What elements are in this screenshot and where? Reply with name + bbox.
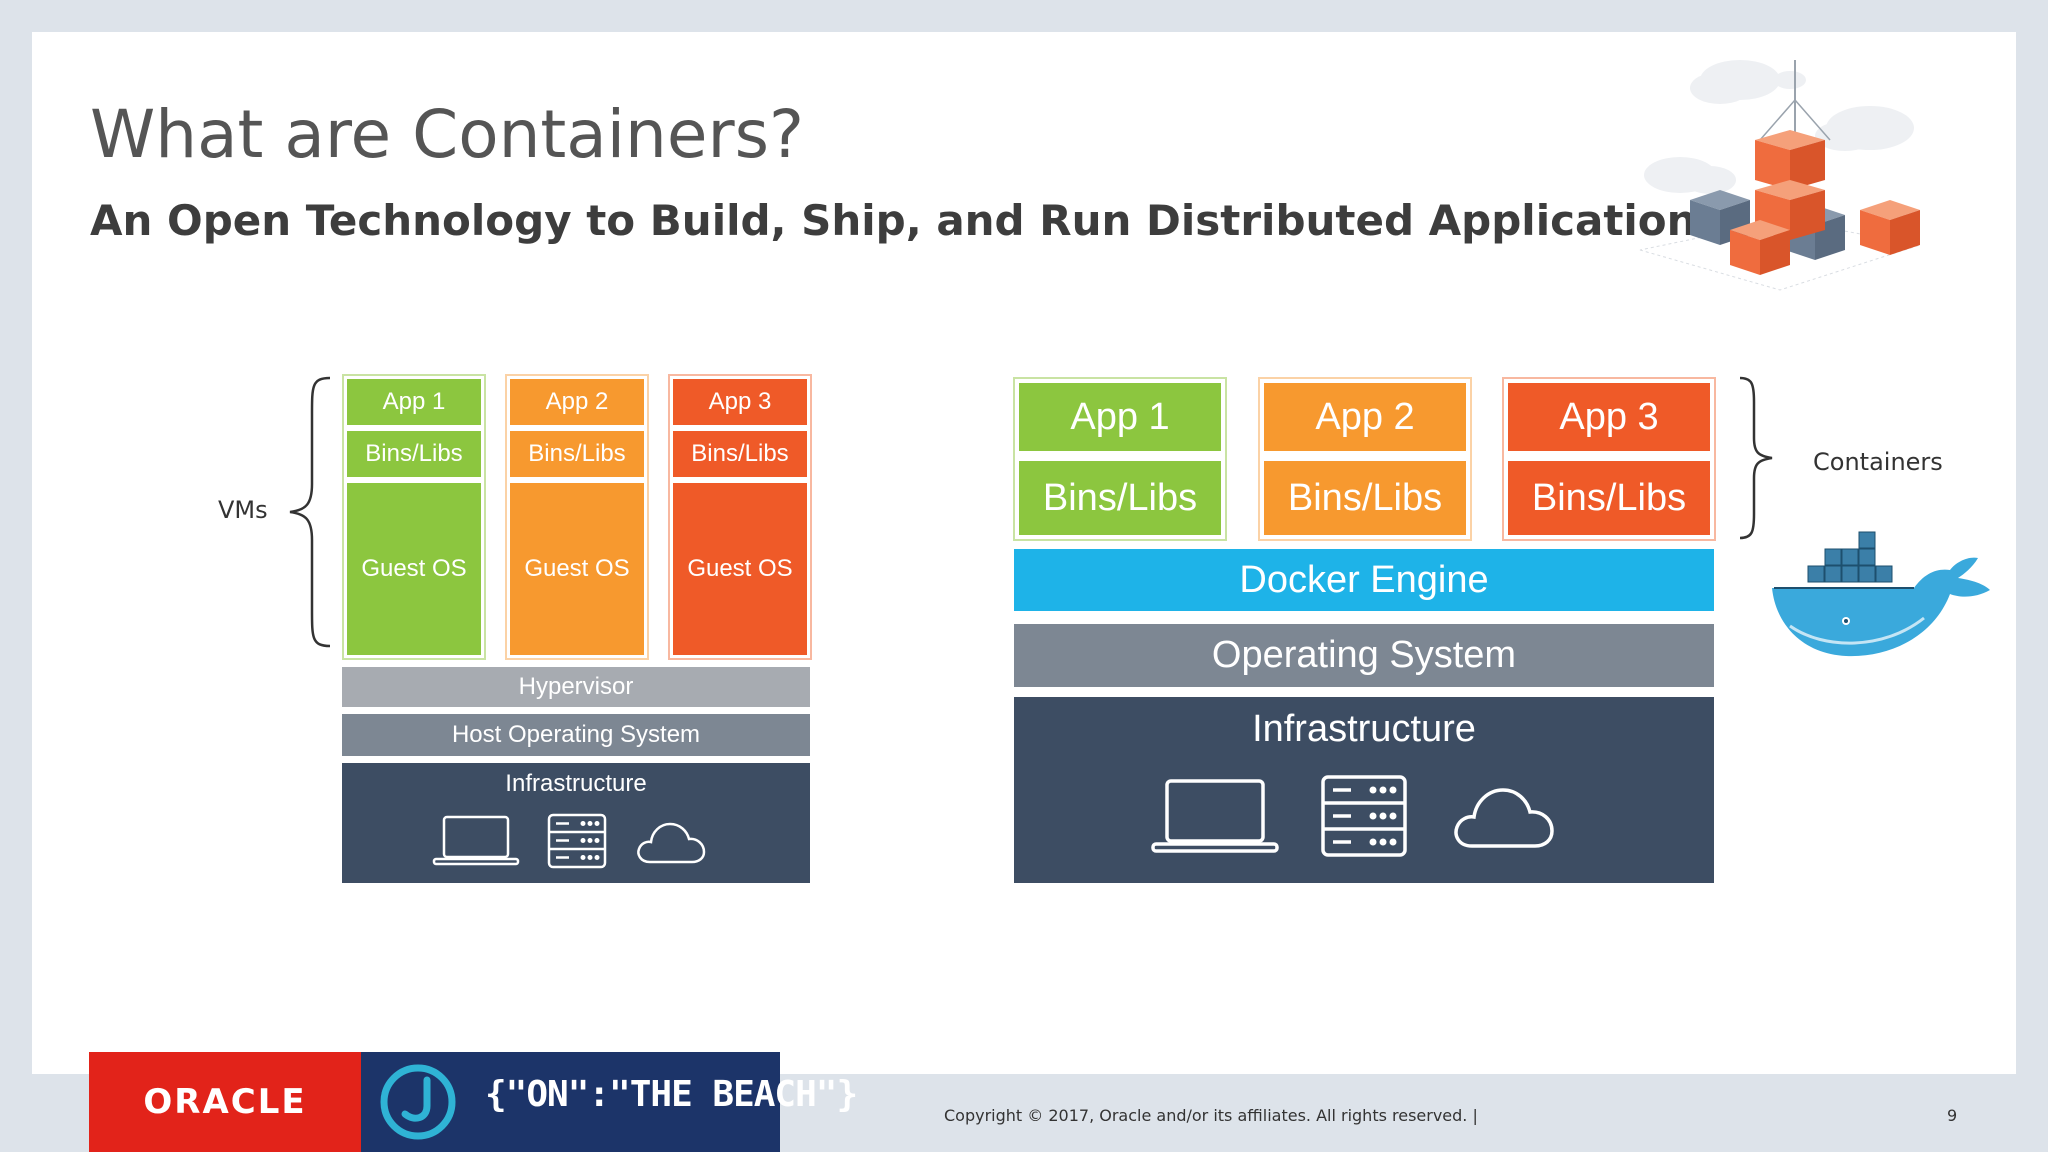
- laptop-icon: [432, 815, 520, 866]
- vm-bins-libs-3: Bins/Libs: [673, 431, 807, 477]
- slide-title: What are Containers?: [90, 96, 805, 173]
- container-app-1: App 1: [1019, 383, 1221, 451]
- container-bins-libs-2: Bins/Libs: [1264, 461, 1466, 535]
- vms-brace: [289, 376, 331, 648]
- container-app-3: App 3: [1508, 383, 1710, 451]
- on-the-beach-text: {"ON":"THE BEACH"}: [485, 1074, 858, 1115]
- laptop-icon: [1151, 779, 1279, 853]
- container-app-2: App 2: [1264, 383, 1466, 451]
- vm-app-3: App 3: [673, 379, 807, 425]
- oracle-logo: ORACLE: [89, 1052, 361, 1152]
- server-icon: [547, 813, 607, 869]
- container-column-3: [1502, 377, 1716, 541]
- vm-bins-libs-1: Bins/Libs: [347, 431, 481, 477]
- vm-guest-os-2: Guest OS: [510, 483, 644, 655]
- cloud-icon: [1454, 788, 1554, 848]
- containers-brace: [1739, 376, 1773, 540]
- hypervisor-layer: Hypervisor: [342, 667, 810, 707]
- host-os-layer: Host Operating System: [342, 714, 810, 756]
- page-number: 9: [1947, 1106, 1958, 1125]
- cloud-icon: [637, 822, 706, 864]
- vm-infrastructure-label: Infrastructure: [505, 770, 647, 797]
- java-j-icon: [380, 1064, 456, 1140]
- containers-cloud-illustration: [1639, 60, 1921, 291]
- server-icon: [1321, 775, 1407, 857]
- vm-column-2: [505, 374, 649, 660]
- container-bins-libs-3: Bins/Libs: [1508, 461, 1710, 535]
- vm-column-3: [668, 374, 812, 660]
- container-column-2: [1258, 377, 1472, 541]
- vm-app-1: App 1: [347, 379, 481, 425]
- vm-column-1: [342, 374, 486, 660]
- container-bins-libs-1: Bins/Libs: [1019, 461, 1221, 535]
- oracle-logo-text: ORACLE: [143, 1082, 307, 1122]
- docker-whale-icon: [1772, 531, 1990, 657]
- slide-subtitle: An Open Technology to Build, Ship, and R…: [90, 196, 1722, 245]
- vm-guest-os-3: Guest OS: [673, 483, 807, 655]
- container-infrastructure-label: Infrastructure: [1252, 707, 1476, 750]
- vm-app-2: App 2: [510, 379, 644, 425]
- operating-system-layer: Operating System: [1014, 624, 1714, 687]
- vms-label: VMs: [218, 496, 268, 524]
- container-column-1: [1013, 377, 1227, 541]
- vm-bins-libs-2: Bins/Libs: [510, 431, 644, 477]
- containers-label: Containers: [1813, 448, 1943, 476]
- container-infrastructure-layer: [1014, 697, 1714, 883]
- copyright-notice: Copyright © 2017, Oracle and/or its affi…: [944, 1106, 1478, 1125]
- docker-engine-layer: Docker Engine: [1014, 549, 1714, 611]
- on-the-beach-logo: {"ON":"THE BEACH"}: [361, 1052, 858, 1152]
- vm-infrastructure-layer: [342, 763, 810, 883]
- vm-guest-os-1: Guest OS: [347, 483, 481, 655]
